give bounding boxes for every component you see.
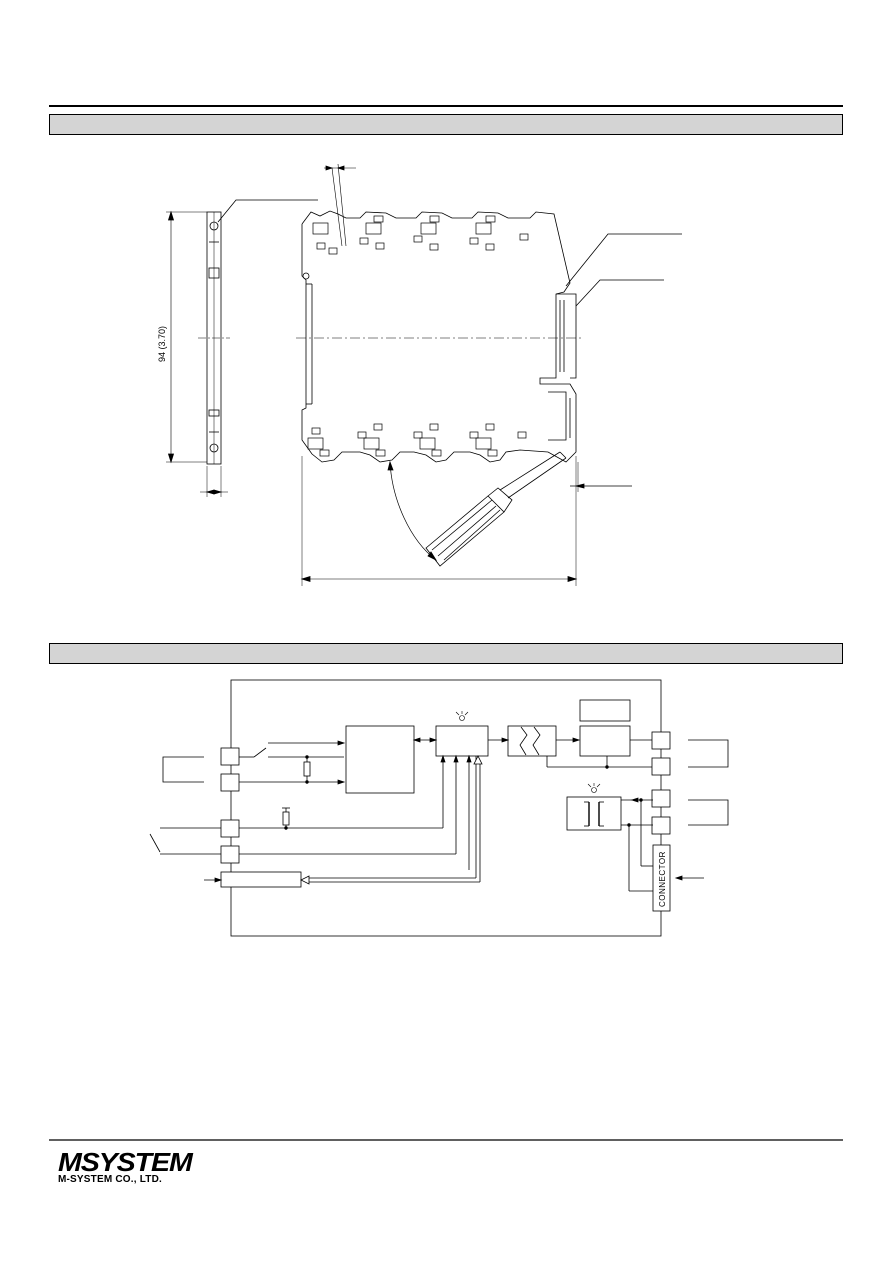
company-logo: MSYSTEM M-SYSTEM CO., LTD. — [58, 1149, 193, 1185]
side-view — [166, 199, 318, 497]
connector-label: CONNECTOR — [658, 851, 667, 907]
led-icon-cpu — [455, 711, 469, 721]
company-name: M-SYSTEM CO., LTD. — [58, 1174, 162, 1185]
section-bar-dimensions — [49, 114, 843, 135]
logo-wordmark: MSYSTEM — [58, 1147, 193, 1177]
screwdriver-icon — [425, 451, 567, 567]
height-dimension-label: 94 (3.70) — [157, 326, 167, 362]
block-diagram — [149, 679, 729, 937]
section-bar-schematic — [49, 643, 843, 664]
front-view — [296, 163, 682, 586]
led-icon-power — [587, 783, 601, 793]
header-rule — [49, 105, 843, 107]
